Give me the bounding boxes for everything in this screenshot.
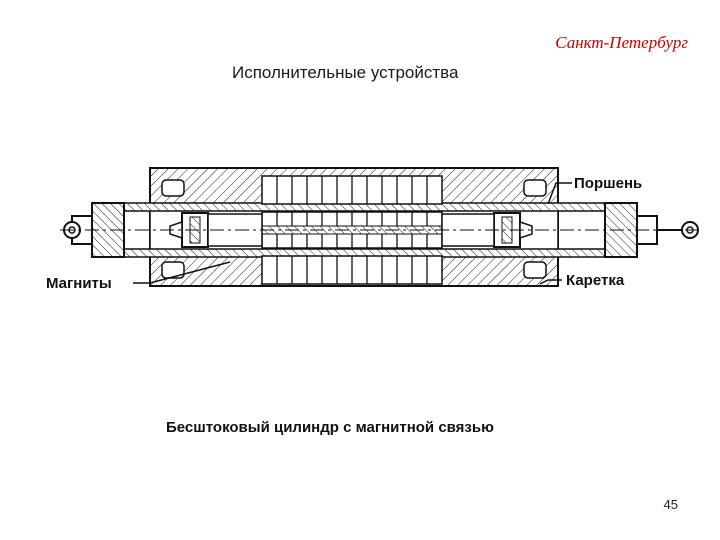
- label-magnets: Магниты: [46, 275, 112, 292]
- figure-caption: Бесштоковый цилиндр с магнитной связью: [166, 419, 494, 436]
- label-piston: Поршень: [574, 175, 642, 192]
- page-number: 45: [663, 497, 678, 512]
- piston: [169, 211, 533, 249]
- outer-magnets: [261, 175, 443, 285]
- leader-lines: [133, 182, 572, 285]
- label-carriage: Каретка: [566, 272, 625, 289]
- carriage-seals: [161, 179, 547, 279]
- city-label: Санкт-Петербург: [555, 33, 688, 52]
- slide-title: Исполнительные устройства: [232, 63, 459, 82]
